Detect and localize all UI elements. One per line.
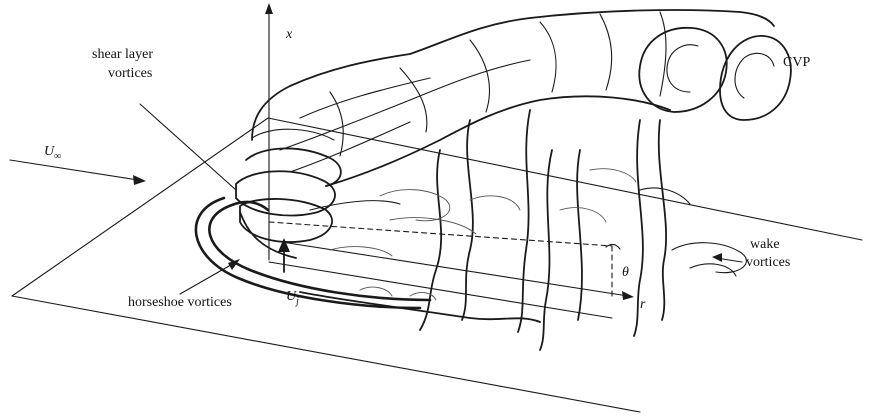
theta-label: θ	[622, 265, 629, 280]
wake-vortices	[420, 110, 746, 350]
u-j-label: Uj	[286, 289, 299, 307]
jet-plume	[252, 10, 774, 210]
shear-layer-label-line2: vortices	[108, 66, 152, 81]
u-inf-label: U∞	[44, 144, 61, 162]
cvp-label: CVP	[783, 55, 810, 70]
horseshoe-label: horseshoe vortices	[128, 295, 232, 310]
wake-label-line1: wake	[750, 237, 780, 252]
shear-layer-label-line1: shear layer	[92, 47, 153, 62]
free-stream-arrow	[10, 160, 146, 185]
x-axis-label: x	[285, 27, 293, 42]
wake-label-line2: vortices	[746, 255, 790, 270]
horseshoe-vortices	[196, 198, 540, 322]
leader-lines	[140, 104, 742, 294]
r-axis-label: r	[640, 297, 646, 312]
ground-swirls	[330, 169, 636, 300]
shear-layer-rings	[236, 129, 341, 242]
